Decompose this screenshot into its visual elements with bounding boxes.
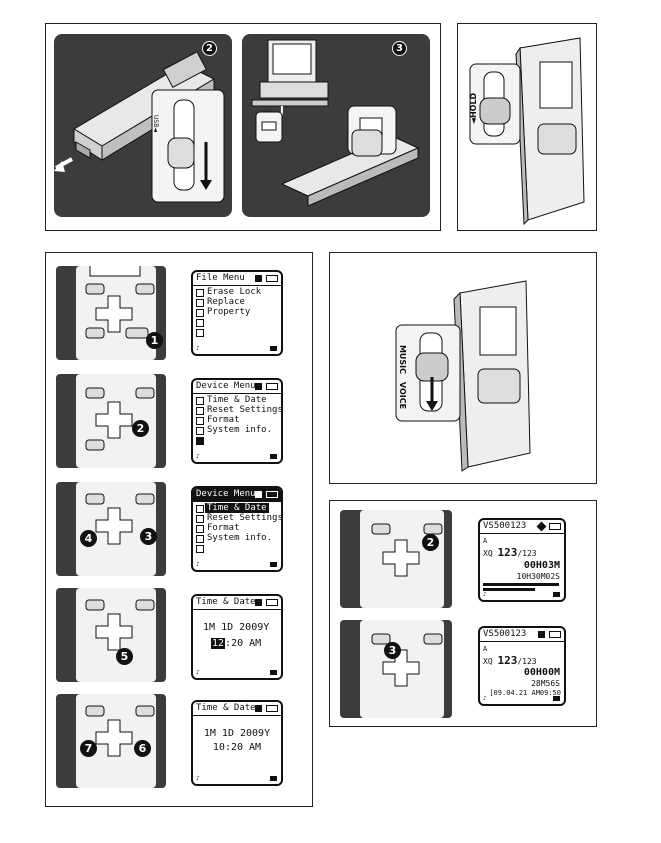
device-photo-row-1: 1 [56, 261, 166, 360]
step-badge-2: 2 [202, 41, 217, 56]
lcd-title: Device Menu [196, 381, 256, 391]
date-line: 1M 1D 2009Y [203, 728, 271, 739]
lcd-time-date-edit: Time & Date 1M 1D 2009Y 12:20 AM ♪ [191, 594, 283, 680]
step-badge-1: 1 [146, 332, 163, 349]
menu-item: Reset Settings [207, 405, 283, 415]
computer-illustration [251, 39, 420, 207]
rec-step-badge-3: 3 [384, 642, 401, 659]
menu-item: Erase Lock [207, 287, 262, 297]
elapsed-time: 00H03M [523, 560, 560, 571]
level-meter [483, 588, 535, 591]
recorder-usb-illustration [54, 51, 225, 203]
hold-switch-frame: ◄HOLD [457, 23, 597, 231]
file-number: 123 [497, 654, 518, 667]
level-meter [483, 583, 559, 586]
lcd-device-menu: Device Menu Time & Date Reset Settings F… [191, 378, 283, 464]
rec-device-photo-2: 3 [340, 620, 452, 718]
step-badge-5: 5 [116, 648, 133, 665]
hold-label: ◄HOLD [469, 92, 479, 125]
quality-indicator: XQ [483, 657, 493, 666]
computer-connection-panel: 3 [242, 34, 430, 217]
rec-step-badge-2: 2 [422, 534, 439, 551]
step-badge-4: 4 [80, 530, 97, 547]
step-badge-7: 7 [80, 740, 97, 757]
file-total: /123 [517, 657, 537, 666]
device-photo-row-3: 4 3 [56, 482, 166, 576]
rec-device-photo-1: 2 [340, 510, 452, 608]
device-photo-row-2: 2 [56, 374, 166, 468]
lcd-title: Time & Date [196, 597, 256, 607]
menu-item: Property [207, 307, 251, 317]
file-total: /123 [517, 549, 537, 558]
time-line: 10:20 AM [212, 742, 262, 753]
lcd-folder-title: VS500123 [483, 629, 527, 639]
voice-label: VOICE [398, 381, 408, 410]
file-length: 28M56S [531, 679, 560, 688]
menu-item: Format [207, 415, 240, 425]
menu-item-selected: Time & Date [205, 503, 269, 513]
ab-indicator: A [483, 645, 488, 653]
quality-indicator: XQ [483, 549, 493, 558]
menu-item: Reset Settings [207, 513, 283, 523]
music-label: MUSIC [398, 344, 408, 375]
lcd-file-menu: File Menu Erase Lock Replace Property ♪ [191, 270, 283, 356]
step-badge-2b: 2 [132, 420, 149, 437]
lcd-time-date-final: Time & Date 1M 1D 2009Y 10:20 AM ♪ [191, 700, 283, 786]
ab-indicator: A [483, 537, 488, 545]
recorder-mode-illustration [395, 280, 531, 472]
recorder-hold-illustration [469, 37, 585, 226]
step-badge-6: 6 [134, 740, 151, 757]
usb-slide-panel: USB◄ 2 [54, 34, 232, 217]
menu-item: System info. [207, 425, 273, 435]
menu-item: System info. [207, 533, 273, 543]
lcd-title: Device Menu [196, 489, 256, 499]
step-badge-3: 3 [392, 41, 407, 56]
minute-ampm: :20 AM [225, 638, 262, 649]
lcd-device-menu-selected: Device Menu Time & Date Reset Settings F… [191, 486, 283, 572]
mode-switch-frame: MUSIC VOICE [329, 252, 597, 484]
lcd-title: File Menu [196, 273, 245, 283]
menu-item: Replace [207, 297, 245, 307]
year-value: 2009Y [239, 622, 270, 633]
device-photo-row-4: 5 [56, 588, 166, 682]
lcd-folder-title: VS500123 [483, 521, 527, 531]
lcd-title: Time & Date [196, 703, 256, 713]
lcd-recording-stopped: VS500123 A XQ 123/123 00H00M 28M56S [09.… [478, 626, 566, 706]
step-badge-3b: 3 [140, 528, 157, 545]
file-number: 123 [497, 546, 518, 559]
menu-item: Time & Date [207, 395, 267, 405]
menu-item: Format [207, 523, 240, 533]
lcd-recording: VS500123 A XQ 123/123 00H03M 10H30M02S ♪ [478, 518, 566, 602]
usb-slide-label: USB◄ [151, 115, 159, 132]
recording-date: [09.04.21 AM09:50 [489, 689, 561, 697]
elapsed-time: 00H00M [523, 667, 560, 678]
device-photo-row-5: 7 6 [56, 694, 166, 788]
day-value: 1D [221, 622, 234, 633]
hour-value-blinking: 12 [211, 638, 226, 649]
remaining-time: 10H30M02S [516, 572, 560, 581]
month-value: 1M [203, 622, 216, 633]
